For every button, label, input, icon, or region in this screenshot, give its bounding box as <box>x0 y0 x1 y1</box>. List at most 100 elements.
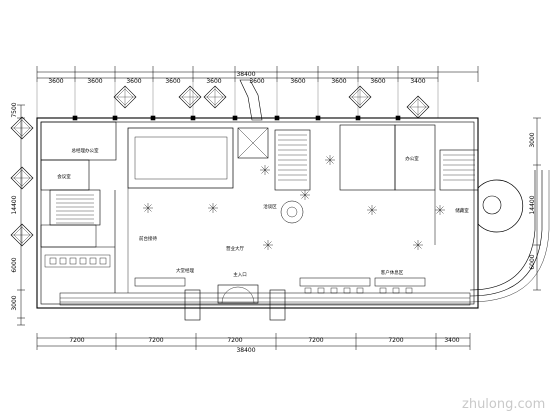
room-label: 办公室 <box>405 155 419 162</box>
office-workstations <box>134 136 228 180</box>
top-dim-seg: 3600 <box>165 78 180 85</box>
office-room <box>40 121 117 161</box>
plant-symbol <box>264 241 269 246</box>
room-label: 营业大厅 <box>226 245 244 252</box>
top-dim-seg: 3600 <box>87 78 102 85</box>
structural-column <box>274 115 280 121</box>
left-dim-seg: 14400 <box>11 195 18 214</box>
structural-column <box>355 115 361 121</box>
plant-symbol <box>436 209 441 214</box>
plant-symbol <box>368 209 373 214</box>
bottom-dim-seg: 7200 <box>227 337 242 344</box>
structural-column <box>190 115 196 121</box>
bottom-dim-seg: 7200 <box>388 337 403 344</box>
open-office <box>127 127 234 189</box>
bottom-dim-seg: 7200 <box>308 337 323 344</box>
right-dim-seg: 6000 <box>529 254 536 269</box>
plant-symbol <box>414 241 419 246</box>
top-dim-total: 38400 <box>236 71 255 78</box>
curved-terrace <box>469 170 536 291</box>
plant-symbol <box>147 207 152 212</box>
counter-desk <box>374 277 426 287</box>
structural-column <box>150 115 156 121</box>
plant-symbol <box>264 169 269 174</box>
plant-symbol <box>144 207 149 212</box>
chair <box>356 287 364 294</box>
curved-terrace <box>469 170 543 297</box>
plant-symbol <box>417 244 422 249</box>
restroom <box>40 224 97 248</box>
structural-column <box>72 115 78 121</box>
chair <box>343 287 351 294</box>
counter-desk <box>134 277 186 287</box>
plant-symbol <box>436 206 441 211</box>
right-dim-seg: 14400 <box>529 195 536 214</box>
service-room <box>339 124 396 191</box>
plant-symbol <box>326 156 331 161</box>
plant-symbol <box>329 159 334 164</box>
plant-symbol <box>261 166 266 171</box>
plant-symbol <box>144 204 149 209</box>
plant-symbol <box>209 204 214 209</box>
structural-column <box>112 115 118 121</box>
plant-symbol <box>417 241 422 246</box>
top-dim-seg: 3600 <box>370 78 385 85</box>
plant-symbol <box>304 194 309 199</box>
column <box>269 289 286 321</box>
plant-symbol <box>264 244 269 249</box>
waiting-bench <box>44 254 111 268</box>
plant-symbol <box>264 166 269 171</box>
door-swing <box>237 286 255 304</box>
round-tower <box>477 179 524 233</box>
bottom-dim-total: 38400 <box>236 347 255 354</box>
chair <box>99 257 107 265</box>
plant-symbol <box>371 209 376 214</box>
chair <box>330 287 338 294</box>
plant-symbol <box>326 159 331 164</box>
round-table <box>280 200 304 224</box>
top-dim-seg: 3400 <box>410 78 425 85</box>
plant-symbol <box>147 204 152 209</box>
door-swing <box>221 286 239 304</box>
chair <box>304 287 312 294</box>
structural-column <box>395 115 401 121</box>
plant-symbol <box>212 207 217 212</box>
room-label: 洽谈区 <box>263 203 277 210</box>
plant-symbol <box>267 244 272 249</box>
structural-column <box>315 115 321 121</box>
plant-symbol <box>301 191 306 196</box>
entrance-ramp <box>239 79 263 121</box>
chair <box>49 257 57 265</box>
curved-terrace <box>469 170 550 303</box>
top-dim-seg: 3600 <box>331 78 346 85</box>
terrace-edge <box>59 292 471 306</box>
left-dim-seg: 6000 <box>11 257 18 272</box>
room-label: 总经理办公室 <box>72 147 99 154</box>
storage-room <box>439 149 479 191</box>
top-dim-seg: 3600 <box>290 78 305 85</box>
top-dim-seg: 3600 <box>249 78 264 85</box>
chair <box>69 257 77 265</box>
room-label: 会议室 <box>57 173 71 180</box>
left-dimension-labels: 7500 14400 6000 3000 <box>11 102 18 310</box>
tower-column <box>482 195 502 215</box>
plant-symbol <box>212 204 217 209</box>
top-dimension-labels: 38400 3600 3600 3600 3600 3600 3600 3600… <box>48 71 425 85</box>
bottom-dim-seg: 7200 <box>148 337 163 344</box>
stair-room <box>49 189 101 226</box>
column <box>184 289 201 321</box>
bottom-dim-seg: 3400 <box>444 337 459 344</box>
chair <box>89 257 97 265</box>
bottom-dimension-labels: 7200 7200 7200 7200 7200 3400 38400 <box>69 337 459 354</box>
top-dim-seg: 3600 <box>126 78 141 85</box>
outer-wall-inner <box>40 121 475 305</box>
chair <box>317 287 325 294</box>
plant-symbol <box>304 191 309 196</box>
chair <box>392 287 400 294</box>
room-label: 储藏室 <box>455 207 469 214</box>
chair <box>59 257 67 265</box>
plant-symbol <box>261 169 266 174</box>
bottom-dim-seg: 7200 <box>69 337 84 344</box>
round-table-center <box>286 206 298 218</box>
